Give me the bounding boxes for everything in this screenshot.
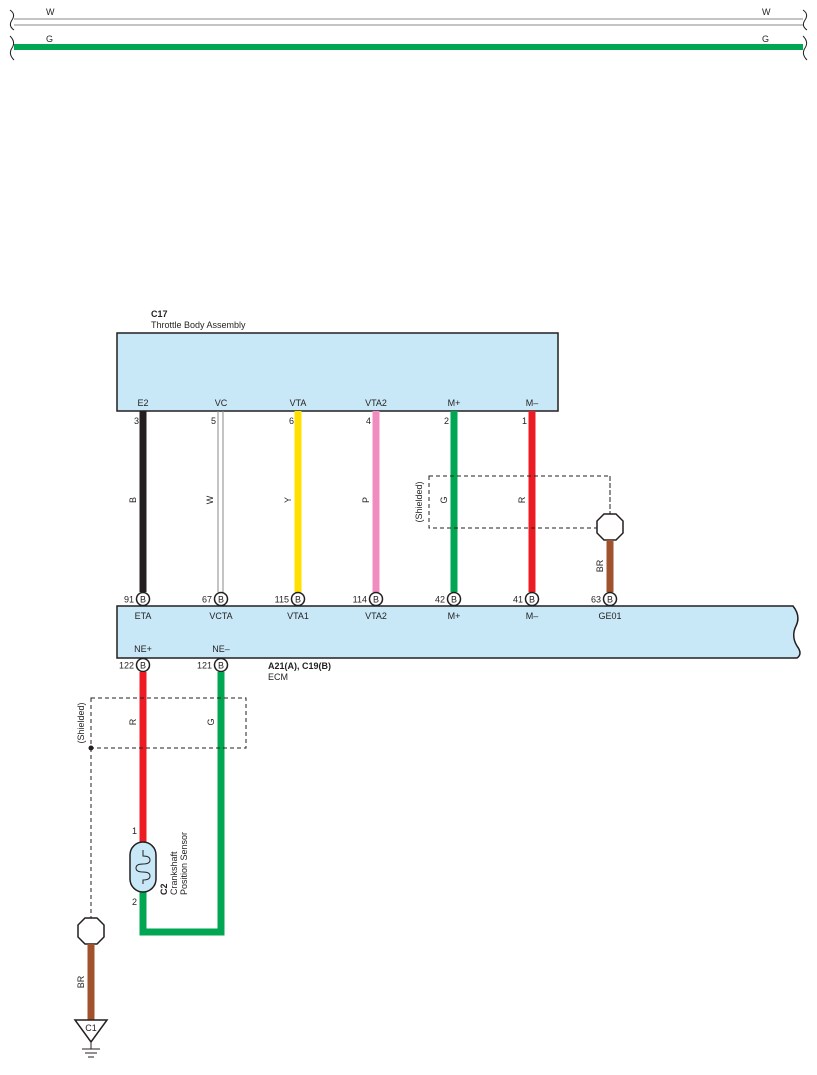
- throttle-body-code: C17: [151, 309, 168, 319]
- tb-pin-label-mplus: M+: [448, 398, 461, 408]
- wire-color-g: G: [439, 496, 449, 503]
- ecm-pin-122-connector: B: [140, 661, 146, 671]
- ecm-pin-41-label: M–: [526, 611, 539, 621]
- tb-pin-num-4: 4: [366, 416, 371, 426]
- tb-pin-label-vta: VTA: [290, 398, 307, 408]
- ecm-pin-67-label: VCTA: [209, 611, 232, 621]
- ecm-bottom-pins: NE+ B 122 NE– B 121: [119, 644, 230, 673]
- ecm-pin-122-number: 122: [119, 661, 134, 671]
- ecm-pin-114-label: VTA2: [365, 611, 387, 621]
- wire-color-r-ne: R: [128, 718, 138, 725]
- tb-pin-num-6: 6: [289, 416, 294, 426]
- break-right-g: [802, 35, 808, 61]
- ecm-pin-41-connector: B: [529, 595, 535, 605]
- wire-g-label-left: G: [46, 34, 53, 44]
- ecm-top-pins: B 91 ETA B 67 VCTA B 115 VTA1 B 114 VTA2…: [124, 591, 622, 621]
- ecm-pin-121: [213, 657, 229, 673]
- shield-splice-motor: [596, 513, 624, 541]
- motor-shield-label: (Shielded): [414, 481, 424, 522]
- ecm-pin-67-number: 67: [202, 595, 212, 605]
- ecm-pin-41: [524, 591, 540, 607]
- crank-sensor-pin2: 2: [132, 897, 137, 907]
- break-left-g: [9, 35, 15, 61]
- tb-pin-label-mminus: M–: [526, 398, 539, 408]
- tb-pin-num-5: 5: [211, 416, 216, 426]
- break-left-w: [9, 9, 15, 31]
- wire-ne-minus-green: [139, 672, 225, 936]
- ne-shield-box: [90, 697, 247, 749]
- tb-pin-num-3: 3: [134, 416, 139, 426]
- ecm-pin-115-number: 115: [275, 595, 289, 605]
- wire-color-g-ne: G: [206, 718, 216, 725]
- shield-junction-dot: [88, 745, 94, 751]
- crank-sensor-name-1: Crankshaft: [169, 851, 179, 895]
- top-wire-group: W W G G: [9, 7, 808, 61]
- crank-sensor-name-2: Position Sensor: [179, 832, 189, 895]
- ne-shield: (Shielded): [76, 697, 247, 918]
- ecm-pin-115-connector: B: [295, 595, 301, 605]
- ecm-pin-121-connector: B: [218, 661, 224, 671]
- ecm-pin-115-label: VTA1: [287, 611, 309, 621]
- tb-pin-label-vc: VC: [215, 398, 228, 408]
- crank-sensor: 1 2 C2 Crankshaft Position Sensor: [129, 826, 189, 907]
- ecm-pin-42-label: M+: [448, 611, 461, 621]
- tb-pin-label-vta2: VTA2: [365, 398, 387, 408]
- ne-shield-label: (Shielded): [76, 702, 86, 743]
- throttle-body-name: Throttle Body Assembly: [151, 320, 246, 330]
- ecm-pin-67: [213, 591, 229, 607]
- ground-triangle: [73, 1019, 109, 1044]
- ecm-pin-122-label: NE+: [134, 644, 152, 654]
- crank-sensor-code: C2: [159, 883, 169, 895]
- tb-pin-num-2: 2: [444, 416, 449, 426]
- tb-pin-num-1: 1: [522, 416, 527, 426]
- ecm-pin-91-number: 91: [124, 595, 134, 605]
- ecm-pin-63-connector: B: [607, 595, 613, 605]
- ecm-pin-91-label: ETA: [135, 611, 152, 621]
- motor-shield-box: [428, 475, 611, 529]
- ecm-pin-67-connector: B: [218, 595, 224, 605]
- ecm-pin-114-number: 114: [353, 595, 367, 605]
- ecm-pin-41-number: 41: [513, 595, 523, 605]
- wire-w-label-right: W: [762, 7, 771, 17]
- wire-color-br-ground: BR: [76, 975, 86, 988]
- throttle-body-box: [116, 332, 559, 412]
- wire-w-label-left: W: [46, 7, 55, 17]
- ground-label: C1: [85, 1023, 97, 1033]
- ecm-pin-63: [602, 591, 618, 607]
- motor-shield: (Shielded): [414, 475, 611, 529]
- ecm-pin-114: [368, 591, 384, 607]
- ecm-pin-91: [135, 591, 151, 607]
- tb-pin-label-e2: E2: [137, 398, 148, 408]
- ecm-name: ECM: [268, 672, 288, 682]
- coil-icon: [135, 850, 151, 884]
- crank-sensor-pin1: 1: [132, 826, 137, 836]
- wire-color-br-ge01: BR: [595, 559, 605, 572]
- ecm-code: A21(A), C19(B): [268, 661, 331, 671]
- ecm-pin-42-number: 42: [435, 595, 445, 605]
- wire-color-b: B: [128, 497, 138, 503]
- ecm-box: [116, 605, 801, 659]
- ecm-pin-121-number: 121: [197, 661, 212, 671]
- ecm-pin-63-label: GE01: [598, 611, 621, 621]
- ecm-pin-121-label: NE–: [212, 644, 230, 654]
- wire-color-r: R: [517, 496, 527, 503]
- wire-color-y: Y: [283, 497, 293, 503]
- wire-color-p: P: [361, 497, 371, 503]
- ecm-pin-115: [290, 591, 306, 607]
- wire-color-w: W: [205, 495, 215, 504]
- ecm-pin-114-connector: B: [373, 595, 379, 605]
- ground-symbol-icon: C1: [73, 1019, 109, 1058]
- ecm-pin-63-number: 63: [591, 595, 601, 605]
- break-right-w: [802, 9, 808, 31]
- crank-sensor-body: [129, 841, 157, 893]
- ecm-pin-42-connector: B: [451, 595, 457, 605]
- ecm-pin-122: [135, 657, 151, 673]
- ecm-pin-42: [446, 591, 462, 607]
- shield-splice-ground: [77, 917, 105, 945]
- ecm-pin-91-connector: B: [140, 595, 146, 605]
- wire-g-label-right: G: [762, 34, 769, 44]
